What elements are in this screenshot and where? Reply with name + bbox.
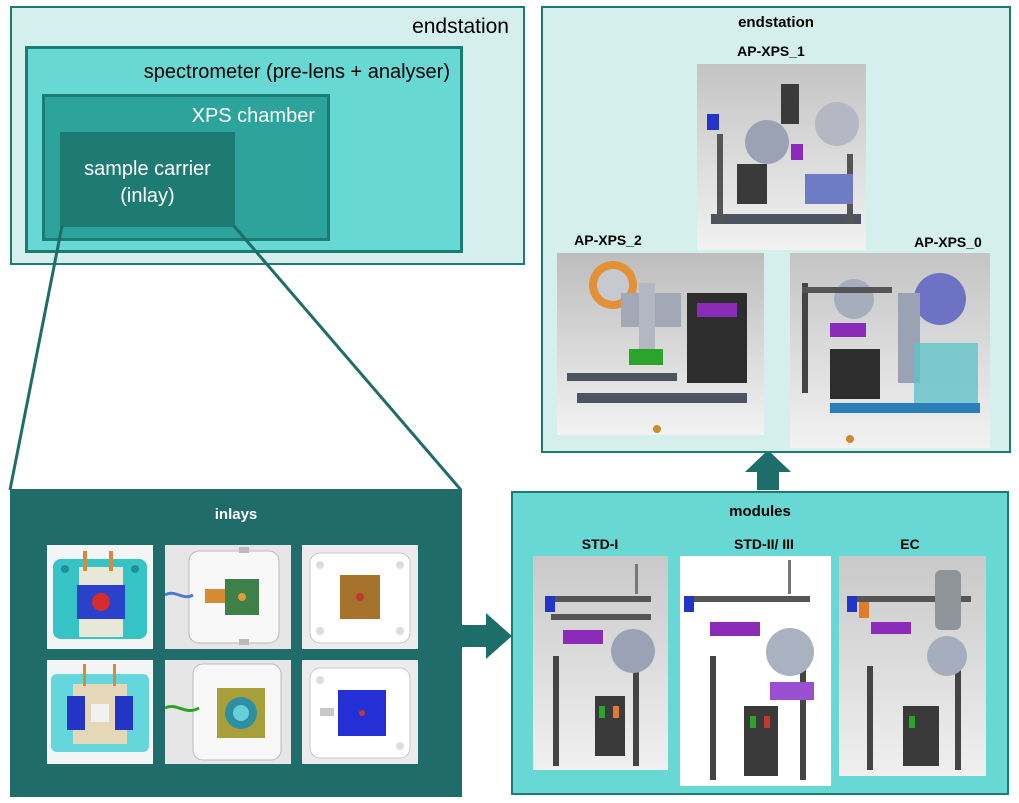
setup-label-ap-xps-1: AP-XPS_1 — [737, 43, 805, 59]
modules-title: modules — [729, 503, 791, 520]
module-label-ec: EC — [900, 536, 920, 552]
module-label-std-ii-iii: STD-II/ III — [734, 536, 794, 552]
inlay-image-1 — [47, 545, 153, 649]
inlay-image-4 — [47, 660, 153, 764]
module-image-std-ii-iii — [680, 556, 831, 786]
endstation-panel-title: endstation — [738, 14, 814, 31]
module-image-std-i — [533, 556, 668, 770]
xps-chamber-label: XPS chamber — [191, 105, 315, 127]
sample-carrier-line2: (inlay) — [120, 185, 175, 207]
setup-label-ap-xps-0: AP-XPS_0 — [914, 234, 982, 250]
inlay-image-2 — [165, 545, 291, 649]
setup-image-ap-xps-2 — [557, 253, 764, 435]
module-label-std-i: STD-I — [581, 536, 619, 552]
endstation-label: endstation — [412, 15, 509, 38]
inlay-image-5 — [165, 660, 291, 764]
spectrometer-label: spectrometer (pre-lens + analyser) — [143, 61, 450, 83]
arrow-up-icon — [745, 450, 791, 490]
module-image-ec — [839, 556, 986, 776]
setup-image-ap-xps-0 — [790, 253, 990, 448]
arrow-right-icon — [462, 613, 512, 659]
sample-carrier-label: sample carrier (inlay) — [60, 156, 235, 210]
setup-label-ap-xps-2: AP-XPS_2 — [574, 232, 642, 248]
sample-carrier-line1: sample carrier — [84, 158, 211, 180]
setup-image-ap-xps-1 — [697, 64, 866, 250]
inlays-title: inlays — [214, 506, 258, 523]
sample-carrier-box: sample carrier (inlay) — [60, 132, 235, 227]
inlay-image-3 — [302, 545, 418, 649]
inlay-image-6 — [302, 660, 418, 764]
